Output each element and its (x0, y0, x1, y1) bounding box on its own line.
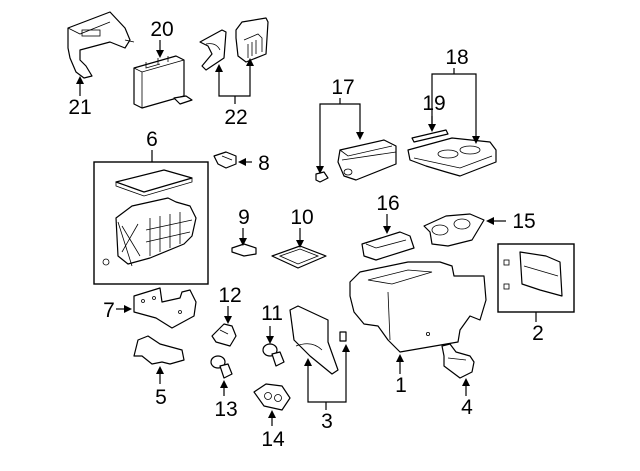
leader-18 (431, 68, 480, 144)
part-11-knob[interactable] (262, 343, 285, 367)
leader-8 (238, 158, 252, 166)
part-5-lower-bracket[interactable] (133, 335, 185, 365)
part-8-latch[interactable] (213, 151, 237, 169)
callout-1[interactable]: 1 (395, 374, 407, 397)
part-6-box (93, 161, 209, 285)
callout-7[interactable]: 7 (103, 299, 115, 322)
callout-8[interactable]: 8 (258, 152, 270, 175)
part-9-pad[interactable] (231, 243, 257, 257)
leader-1 (396, 354, 404, 374)
leader-20 (156, 40, 164, 58)
callout-11[interactable]: 11 (261, 302, 283, 325)
leader-9 (239, 228, 247, 246)
part-15-cup-holder[interactable] (423, 213, 485, 247)
callout-2[interactable]: 2 (532, 322, 544, 345)
callout-13[interactable]: 13 (214, 398, 237, 421)
callout-16[interactable]: 16 (376, 192, 399, 215)
part-19-strip[interactable] (411, 129, 449, 143)
part-2-rear-panel[interactable] (503, 251, 563, 297)
part-21-shield[interactable] (67, 11, 135, 79)
leader-10 (296, 228, 304, 248)
leader-11 (266, 326, 274, 344)
leader-15 (486, 217, 506, 225)
part-6-storage-bin[interactable] (102, 169, 197, 267)
leader-14 (268, 410, 276, 426)
callout-6[interactable]: 6 (146, 128, 158, 151)
leader-19 (428, 116, 436, 132)
part-1-console-body[interactable] (349, 261, 487, 353)
callout-22[interactable]: 22 (224, 106, 247, 129)
callout-15[interactable]: 15 (512, 210, 535, 233)
leader-22 (215, 58, 254, 104)
leader-17 (316, 98, 364, 174)
callout-5[interactable]: 5 (155, 386, 167, 409)
part-3-side-trim[interactable] (289, 305, 347, 375)
callout-17[interactable]: 17 (331, 76, 354, 99)
callout-20[interactable]: 20 (150, 18, 173, 41)
callout-18[interactable]: 18 (445, 46, 468, 69)
part-17-compartment[interactable] (315, 139, 397, 183)
part-22-covers[interactable] (199, 17, 269, 71)
callout-21[interactable]: 21 (68, 96, 91, 119)
part-7-mounting-bracket[interactable] (133, 287, 197, 329)
part-14-outlet-panel[interactable] (253, 383, 291, 411)
leader-21 (76, 76, 84, 96)
leader-4 (462, 378, 470, 396)
callout-9[interactable]: 9 (238, 206, 250, 229)
leader-16 (383, 214, 391, 234)
leader-7 (116, 305, 132, 313)
part-4-bracket[interactable] (441, 343, 475, 379)
part-10-mat[interactable] (271, 245, 327, 269)
part-20-module[interactable] (133, 55, 193, 109)
callout-3[interactable]: 3 (321, 410, 333, 433)
part-18-top-panel[interactable] (407, 137, 497, 177)
part-13-knob[interactable] (210, 355, 233, 379)
callout-4[interactable]: 4 (461, 396, 473, 419)
callout-19[interactable]: 19 (422, 92, 445, 115)
callout-10[interactable]: 10 (290, 206, 313, 229)
part-12-switch[interactable] (211, 323, 237, 347)
leader-3 (304, 344, 350, 410)
leader-12 (224, 306, 232, 324)
callout-14[interactable]: 14 (261, 428, 285, 451)
leader-5 (156, 366, 164, 384)
part-16-lid[interactable] (361, 231, 415, 261)
callout-12[interactable]: 12 (218, 284, 241, 307)
leader-13 (220, 380, 228, 396)
